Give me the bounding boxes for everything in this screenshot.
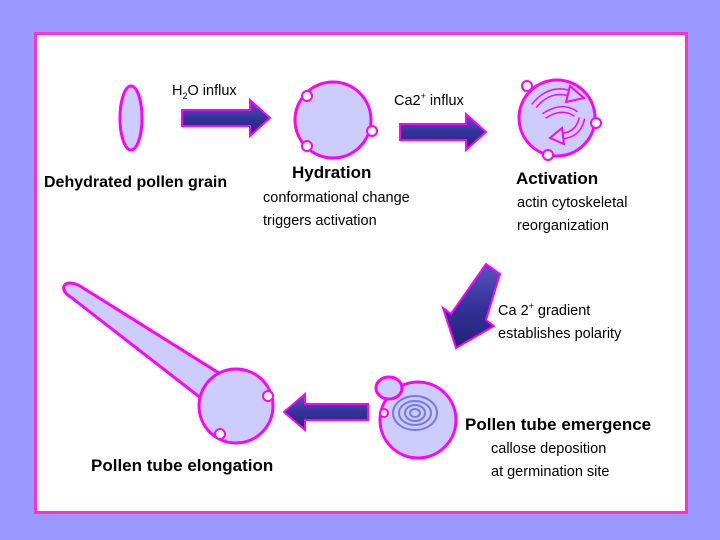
elongation-arrow xyxy=(282,391,369,433)
elongated-tube-shape xyxy=(62,281,275,445)
ca-gradient-arrow xyxy=(441,262,502,350)
activation-desc-2: reorganization xyxy=(517,218,609,234)
gradient-label-2: establishes polarity xyxy=(498,326,622,342)
elongation-title: Pollen tube elongation xyxy=(91,456,274,475)
emergence-title: Pollen tube emergence xyxy=(465,415,652,434)
hydration-desc-2: triggers activation xyxy=(263,213,377,229)
actin-arrows-icon xyxy=(531,84,587,146)
gradient-label-1: Ca 2+ gradient xyxy=(498,301,591,319)
ca-influx-label: Ca2+ influx xyxy=(394,91,464,109)
hydration-desc-1: conformational change xyxy=(263,190,410,206)
emergence-desc-2: at germination site xyxy=(491,464,610,480)
h2o-influx-label: H2O influx xyxy=(172,83,237,101)
emergence-grain-shape xyxy=(374,375,458,460)
activation-title: Activation xyxy=(516,169,599,188)
activation-desc-1: actin cytoskeletal xyxy=(517,195,628,211)
h2o-influx-arrow xyxy=(181,97,272,139)
emergence-desc-1: callose deposition xyxy=(491,441,607,457)
hydrated-grain-shape xyxy=(293,80,378,160)
ca-influx-arrow xyxy=(399,111,488,153)
dehydrated-label: Dehydrated pollen grain xyxy=(44,174,228,191)
hydration-title: Hydration xyxy=(292,163,372,182)
callose-rings-icon xyxy=(392,395,438,431)
dehydrated-grain-shape xyxy=(118,84,144,152)
activated-grain-shape xyxy=(517,78,602,161)
